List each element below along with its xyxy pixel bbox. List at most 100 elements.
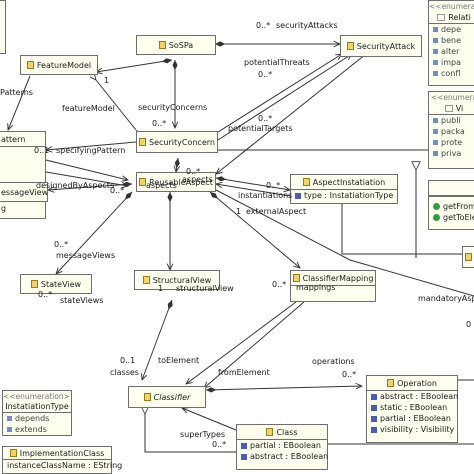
class-header: attern bbox=[0, 132, 45, 147]
label-aspects-right: aspects bbox=[182, 175, 213, 184]
label-aspects-left: aspects bbox=[146, 181, 177, 190]
label-right-zero: 0 bbox=[466, 320, 472, 329]
class-icon bbox=[158, 41, 166, 49]
class-security-attack[interactable]: SecurityAttack bbox=[340, 35, 422, 57]
label-state-views-mult: 0..* bbox=[38, 290, 53, 299]
edge-pattern-aspect bbox=[45, 159, 128, 180]
class-attribute: type : InstatiationType bbox=[291, 190, 397, 201]
enum-stereotype: <<enumeration>> bbox=[3, 392, 71, 401]
class-aspect-instantiation[interactable]: AspectInstatiation type : InstatiationTy… bbox=[290, 174, 398, 204]
class-right-mini[interactable] bbox=[462, 246, 474, 268]
edge-mapping-classifier-from bbox=[204, 301, 305, 388]
attribute-icon bbox=[371, 393, 377, 400]
label-structural-view: structuralView bbox=[176, 284, 234, 293]
attribute-icon bbox=[241, 442, 247, 449]
literal-icon bbox=[433, 151, 438, 156]
label-operations: operations bbox=[312, 357, 355, 366]
label-structural-view-mult: 1 bbox=[158, 284, 164, 293]
label-classes: classes bbox=[110, 368, 139, 377]
class-operation[interactable]: Operation abstract : EBoolean static : E… bbox=[366, 375, 458, 443]
class-reusable-aspect[interactable]: ReusableAspect bbox=[136, 172, 216, 192]
edge-attack-aspect bbox=[216, 53, 367, 174]
class-icon bbox=[292, 274, 300, 282]
class-name: Classifier bbox=[153, 392, 191, 402]
class-attribute: partial : EBoolean bbox=[367, 413, 457, 424]
label-security-concerns-mult: 0..* bbox=[152, 119, 167, 128]
edge-instantiation-generalization bbox=[342, 204, 474, 255]
literal-icon bbox=[433, 118, 438, 123]
class-operation: getToElem bbox=[429, 212, 474, 223]
operation-icon bbox=[433, 214, 440, 221]
literal-icon bbox=[7, 427, 12, 432]
class-structural-view[interactable]: StructuralView bbox=[134, 270, 220, 290]
compartment-separator bbox=[429, 196, 474, 201]
enum-literal: depends bbox=[3, 413, 71, 424]
class-icon bbox=[302, 178, 310, 186]
label-external-aspect-mult: 1 bbox=[236, 207, 242, 216]
class-pattern[interactable]: attern tring g g bbox=[0, 131, 46, 219]
attribute-icon bbox=[241, 453, 247, 460]
enum-visibility[interactable]: <<enumera Vi publi packa prote priva bbox=[428, 91, 474, 169]
enum-icon bbox=[437, 13, 446, 21]
edge-aspect-messageview bbox=[48, 184, 133, 190]
class-classifier[interactable]: Classifier bbox=[128, 386, 206, 408]
class-class[interactable]: Class partial : EBoolean abstract : EBoo… bbox=[236, 424, 328, 470]
label-operations-mult: 0..* bbox=[342, 370, 357, 379]
enum-literal: prote bbox=[429, 137, 474, 148]
enum-stereotype: <<enumeration bbox=[429, 2, 474, 11]
enum-instantiation-type[interactable]: <<enumeration>> InstatiationType depends… bbox=[2, 390, 72, 436]
class-header: ReusableAspect bbox=[137, 173, 215, 191]
class-icon bbox=[30, 280, 38, 288]
class-icon bbox=[346, 42, 354, 50]
class-icon bbox=[143, 393, 151, 401]
class-header: StructuralView bbox=[135, 271, 219, 289]
class-header: SoSPa bbox=[137, 36, 215, 54]
label-instantiations: instantiations bbox=[238, 191, 293, 200]
attribute-icon bbox=[371, 415, 377, 422]
literal-icon bbox=[433, 60, 438, 65]
class-sospa[interactable]: SoSPa bbox=[136, 35, 216, 55]
class-icon bbox=[387, 379, 395, 387]
class-implementation-class[interactable]: ImplementationClass instanceClassName : … bbox=[2, 446, 123, 474]
enum-header: Vi bbox=[429, 102, 474, 115]
edge-classifier-operation bbox=[205, 386, 362, 390]
label-super-types: superTypes bbox=[180, 430, 226, 439]
label-mandatory-aspect: mandatoryAspe bbox=[418, 294, 474, 303]
class-header: essageView bbox=[0, 183, 47, 201]
class-right-cut[interactable]: getFromEl getToElem bbox=[428, 180, 474, 230]
class-attribute: visibility : Visibility bbox=[367, 424, 457, 435]
class-name: StateView bbox=[40, 279, 82, 289]
class-security-concern[interactable]: SecurityConcern bbox=[136, 131, 218, 153]
edge-concern-attack bbox=[217, 54, 342, 133]
enum-literal: packa bbox=[429, 126, 474, 137]
class-icon bbox=[26, 61, 34, 69]
enum-literal: depe bbox=[429, 24, 474, 35]
class-feature-model[interactable]: FeatureModel bbox=[20, 55, 98, 75]
class-attribute: static : EBoolean bbox=[367, 402, 457, 413]
enum-literal: confl bbox=[429, 68, 474, 79]
label-security-attacks: securityAttacks bbox=[276, 21, 338, 30]
class-attribute: g bbox=[1, 204, 7, 213]
label-potential-targets-mult: 0..* bbox=[258, 114, 273, 123]
enum-header: Relati bbox=[429, 11, 474, 24]
label-from-element: fromElement bbox=[218, 368, 270, 377]
class-icon bbox=[266, 428, 274, 436]
label-designed-by-aspects-mult: 0..* bbox=[110, 186, 125, 195]
enum-literal: bene bbox=[429, 35, 474, 46]
class-message-view[interactable]: essageView bbox=[0, 182, 48, 202]
attribute-icon bbox=[295, 192, 301, 199]
label-super-types-mult: 0..* bbox=[212, 440, 227, 449]
label-security-attacks-mult: 0..* bbox=[256, 21, 271, 30]
label-instantiations-mult: 0..* bbox=[266, 181, 281, 190]
enum-header: InstatiationType bbox=[3, 401, 71, 413]
label-specifying-pattern: specifyingPattern bbox=[56, 146, 126, 155]
class-state-view[interactable]: StateView bbox=[20, 274, 92, 294]
operation-icon bbox=[433, 203, 440, 210]
class-classifier-mapping[interactable]: ClassifierMapping bbox=[290, 270, 376, 302]
class-attribute: instanceClassName : EString bbox=[7, 461, 123, 470]
literal-icon bbox=[433, 27, 438, 32]
enum-relation[interactable]: <<enumeration Relati depe bene alter imp… bbox=[428, 0, 474, 86]
class-header: ImplementationClass bbox=[3, 447, 111, 460]
class-name: AspectInstatiation bbox=[312, 177, 386, 187]
